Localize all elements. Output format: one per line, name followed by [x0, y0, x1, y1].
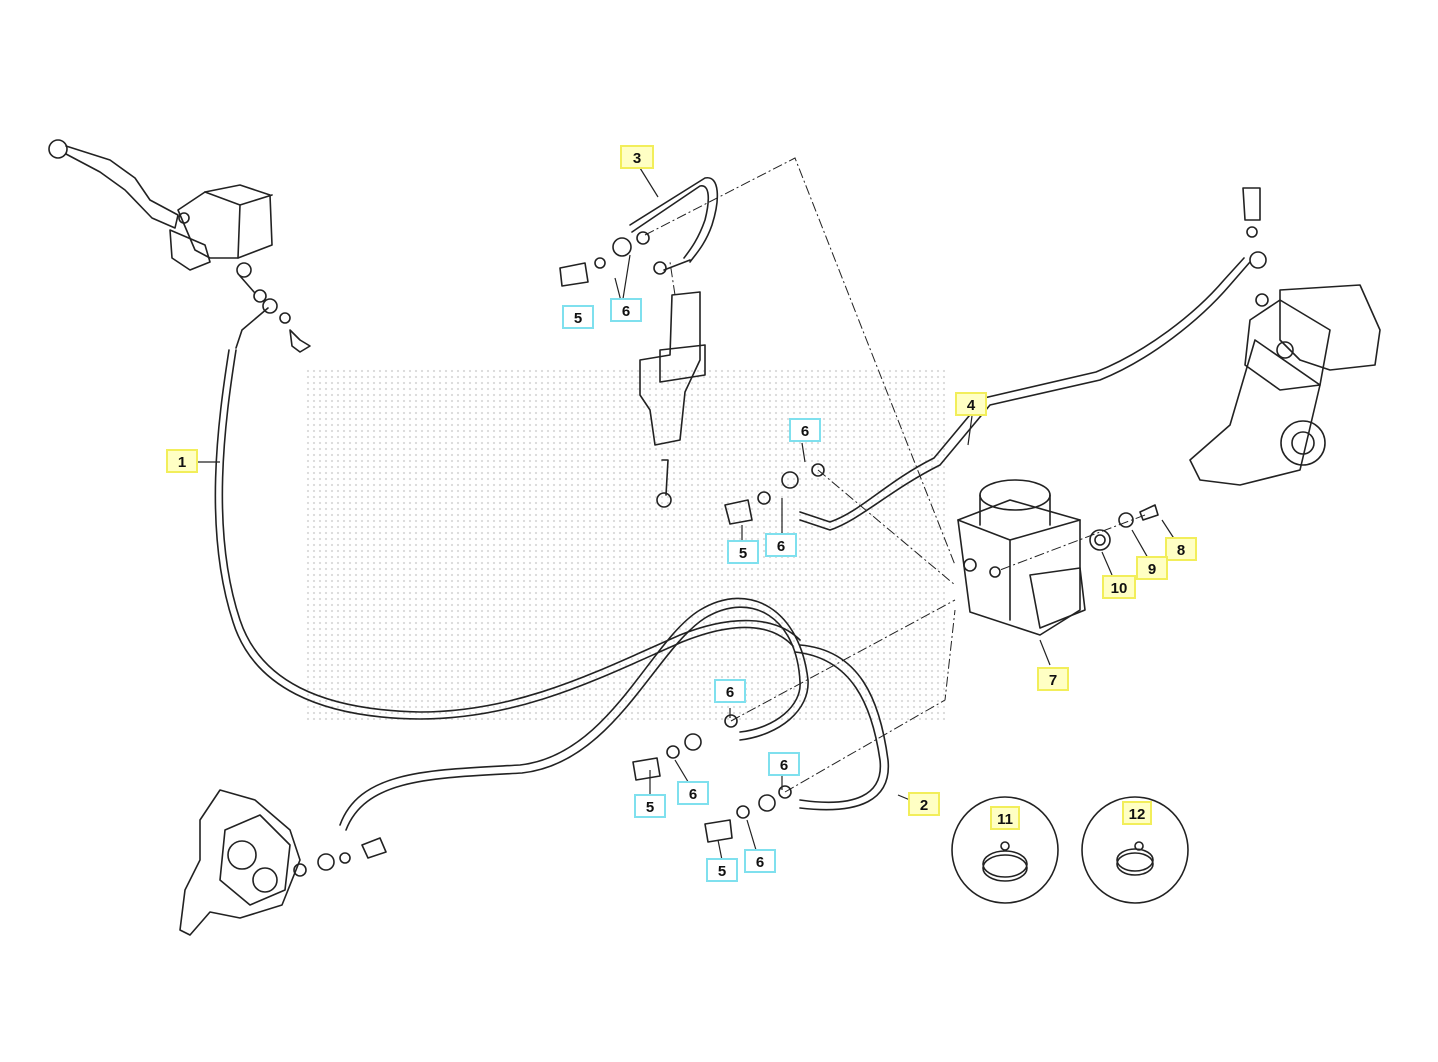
callout-12[interactable]: 12 — [1122, 801, 1152, 825]
callout-9[interactable]: 9 — [1136, 556, 1168, 580]
rear-brake-hose-4 — [799, 187, 1269, 531]
callout-5[interactable]: 5 — [727, 540, 759, 564]
callout-6[interactable]: 6 — [714, 679, 746, 703]
abs-fasteners — [1089, 504, 1159, 551]
callout-3[interactable]: 3 — [620, 145, 654, 169]
assembly-guide-lines — [644, 157, 1146, 793]
callout-5[interactable]: 5 — [634, 794, 666, 818]
callout-6[interactable]: 6 — [789, 418, 821, 442]
callout-7[interactable]: 7 — [1037, 667, 1069, 691]
callout-10[interactable]: 10 — [1102, 575, 1136, 599]
callout-8[interactable]: 8 — [1165, 537, 1197, 561]
callout-1[interactable]: 1 — [166, 449, 198, 473]
callout-2[interactable]: 2 — [908, 792, 940, 816]
hose-clamp-12 — [1081, 796, 1189, 904]
callout-6[interactable]: 6 — [744, 849, 776, 873]
callout-5[interactable]: 5 — [706, 858, 738, 882]
abs-modulator — [957, 479, 1086, 636]
watermark — [305, 368, 945, 720]
callout-6[interactable]: 6 — [768, 752, 800, 776]
front-caliper — [179, 789, 387, 936]
callout-6[interactable]: 6 — [610, 298, 642, 322]
rear-brake-hose-3 — [559, 177, 719, 287]
callout-5[interactable]: 5 — [562, 305, 594, 329]
callout-6[interactable]: 6 — [677, 781, 709, 805]
banjo-bolts-and-washers — [632, 463, 825, 843]
front-master-cylinder — [48, 139, 273, 303]
front-brake-hose-1 — [214, 298, 801, 720]
rear-master-cylinder — [639, 259, 706, 508]
hose-clamp-11 — [951, 796, 1059, 904]
leader-lines — [198, 167, 1176, 861]
rear-caliper — [1189, 284, 1381, 486]
front-brake-hose-2 — [339, 597, 890, 831]
callout-4[interactable]: 4 — [955, 392, 987, 416]
callout-6[interactable]: 6 — [765, 533, 797, 557]
callout-11[interactable]: 11 — [990, 806, 1020, 830]
